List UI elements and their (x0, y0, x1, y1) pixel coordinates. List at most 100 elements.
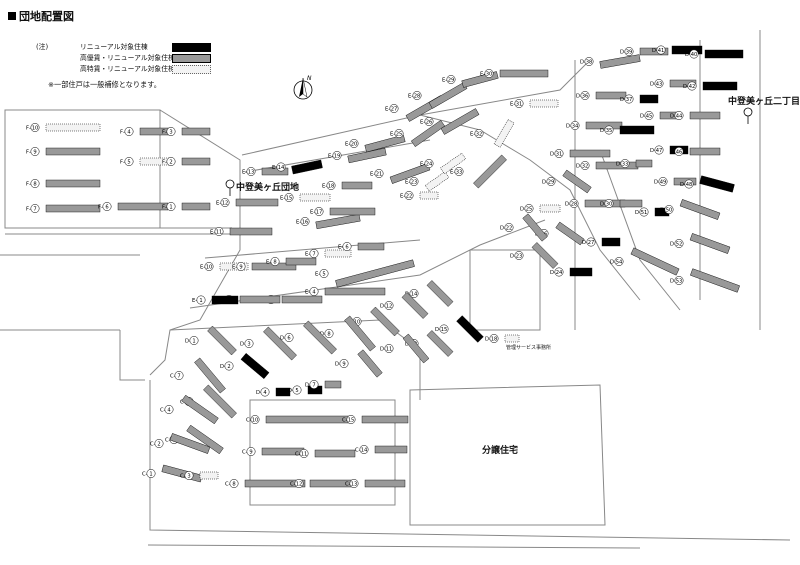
building-d-12: D-12 (380, 292, 429, 319)
building-number-circle (314, 207, 324, 216)
building-block (671, 45, 703, 55)
estate-name: 中登美ヶ丘団地 (236, 183, 300, 193)
building-number-circle (332, 151, 342, 160)
building-block (364, 479, 406, 488)
building-number-label: 27 (391, 107, 398, 113)
building-d-24: D-24 (550, 267, 593, 277)
building-number-label: 8 (273, 260, 276, 266)
building-d-3: D-3 (240, 326, 297, 361)
building-block (669, 79, 697, 88)
building-d-40: D-40 (685, 49, 744, 59)
building-number-circle (166, 202, 176, 211)
building-series-label: F- (98, 205, 103, 211)
building-number-label: 10 (206, 265, 213, 271)
building-block (324, 380, 342, 389)
building-number-label: 50 (666, 208, 673, 214)
building-number-circle (270, 257, 280, 266)
building-number-circle (424, 159, 434, 168)
building-e-11: E-11 (210, 227, 273, 236)
building-number-circle (409, 177, 419, 186)
building-series-label: E- (338, 245, 343, 251)
building-block (401, 292, 429, 319)
building-c-3: C-3 (180, 471, 219, 480)
building-series-label: E- (296, 220, 301, 226)
building-number-circle (586, 237, 596, 247)
building-number-label: 26 (426, 120, 433, 126)
building-e-32: E-32 (470, 119, 515, 148)
building-d-14: D-14 (405, 280, 454, 307)
road-segment (419, 114, 641, 301)
building-series-label: D- (610, 260, 616, 266)
building-d-54: D-54 (610, 247, 680, 276)
building-number-circle (624, 94, 634, 104)
building-e-13: E-13 (242, 167, 289, 176)
building-number-circle (489, 334, 499, 343)
building-block (555, 221, 585, 246)
building-number-circle (146, 469, 156, 478)
building-number-circle (446, 75, 456, 84)
building-number-circle (30, 147, 40, 156)
building-d-18: D-18 (485, 334, 520, 343)
building-series-label: C- (295, 452, 301, 458)
building-number-label: 4 (127, 130, 131, 136)
building-block (263, 326, 297, 361)
building-block (285, 257, 317, 266)
building-series-label: D- (580, 60, 586, 66)
building-number-label: 15 (348, 418, 355, 424)
building-number-label: 31 (556, 152, 563, 158)
north-arrow-icon: N (293, 75, 313, 100)
building-series-label: F- (26, 207, 31, 213)
building-series-label: C- (246, 418, 252, 424)
building-series-label: E- (242, 170, 247, 176)
building-number-label: 8 (33, 182, 36, 188)
building-number-circle (654, 79, 664, 88)
building-number-circle (204, 262, 214, 271)
building-series-label: E- (405, 180, 410, 186)
building-number-circle (604, 125, 614, 135)
building-number-circle (569, 199, 579, 208)
building-number-label: 2 (169, 160, 172, 166)
building-number-label: 7 (312, 252, 315, 258)
building-number-circle (294, 479, 304, 488)
building-d-46: D-46 (670, 147, 721, 156)
building-number-circle (346, 415, 356, 424)
building-number-label: 32 (582, 164, 589, 170)
building-number-label: 23 (411, 180, 418, 186)
building-number-label: 8 (327, 332, 330, 338)
building-number-label: 24 (426, 162, 433, 168)
building-f-8: F-8 (26, 179, 101, 188)
building-block (314, 449, 356, 458)
building-d-49: D-49 (654, 177, 697, 186)
building-series-label: F- (120, 160, 125, 166)
building-block (265, 415, 353, 424)
building-c-10: C-10 (246, 415, 353, 424)
building-series-label: E- (328, 154, 333, 160)
building-series-label: D- (582, 240, 588, 246)
building-c-14: C-14 (355, 445, 408, 454)
building-number-circle (674, 239, 684, 248)
building-number-label: 9 (33, 150, 36, 156)
building-series-label: F- (120, 130, 125, 136)
building-block (357, 242, 385, 251)
building-block (364, 134, 406, 153)
building-e-18: E-18 (322, 181, 373, 190)
building-number-label: 2 (227, 364, 230, 370)
building-series-label: D- (520, 207, 526, 213)
map-title: 団地配置図 (8, 8, 74, 24)
building-number-label: 22 (406, 194, 413, 200)
legend-swatch-high (172, 54, 211, 63)
building-number-label: 16 (302, 220, 309, 226)
building-number-circle (656, 45, 666, 55)
building-f-4: F-4 (120, 127, 173, 136)
building-series-label: E- (216, 201, 221, 207)
building-series-label: E- (266, 260, 271, 266)
building-number-circle (687, 81, 697, 91)
building-d-31: D-31 (550, 149, 611, 158)
building-series-label: E- (450, 170, 455, 176)
building-block (341, 181, 373, 190)
building-d-37: D-37 (620, 94, 659, 104)
building-c-13: C-13 (345, 479, 406, 488)
building-number-label: 30 (606, 202, 613, 208)
building-number-label: 7 (312, 383, 315, 389)
building-d-50: D-50 (660, 199, 721, 220)
